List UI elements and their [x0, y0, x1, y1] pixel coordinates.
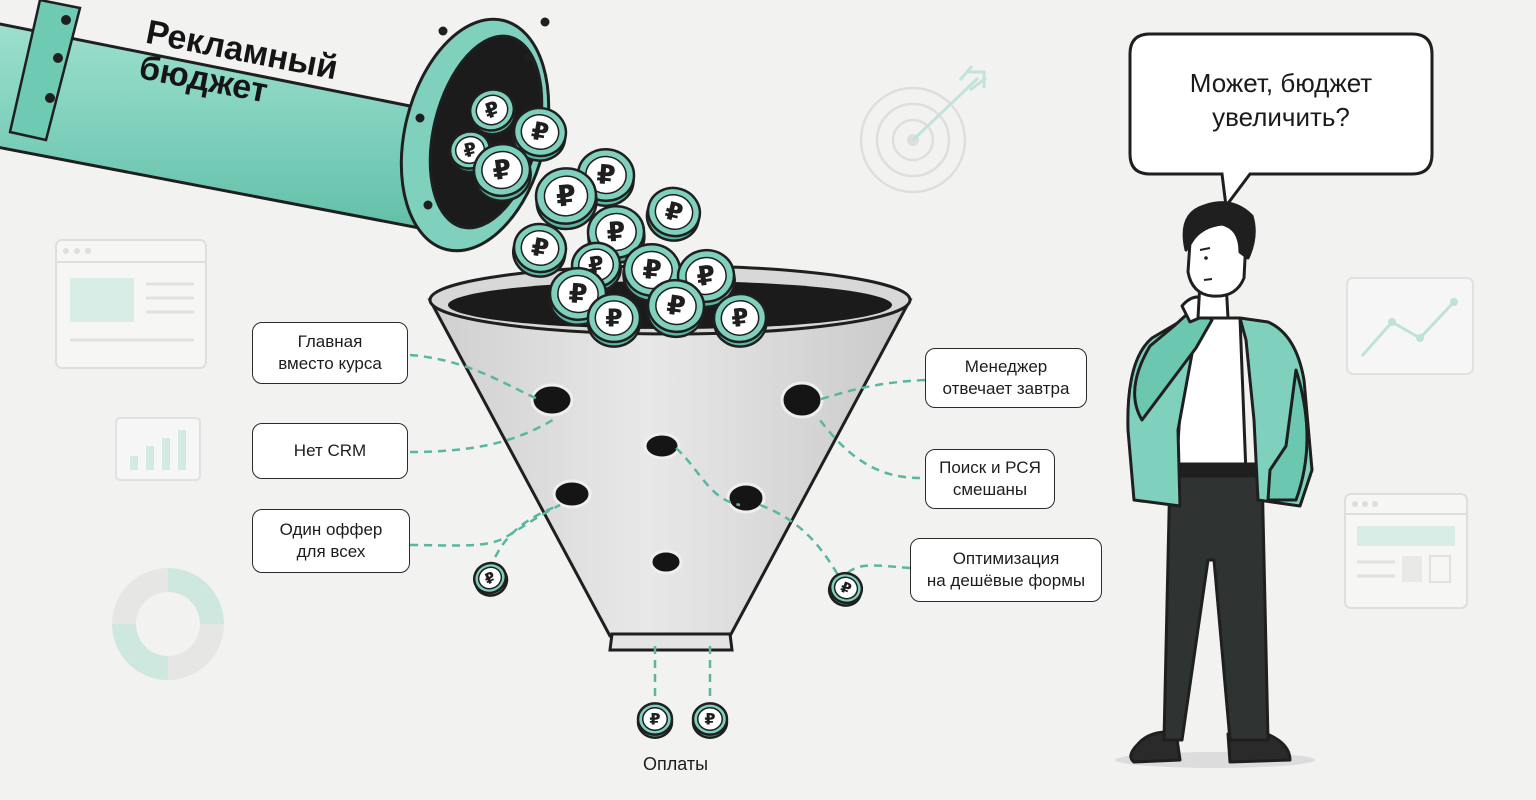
svg-text:₽: ₽	[491, 154, 514, 187]
ruble-coin-icon: ₽	[622, 242, 682, 303]
ruble-coin-icon: ₽	[636, 702, 674, 739]
bar-chart-icon	[115, 417, 201, 481]
ruble-coin-icon: ₽	[534, 167, 598, 231]
label-no-crm: Нет CRM	[252, 423, 408, 479]
ruble-coin-icon: ₽	[691, 702, 729, 739]
ruble-coin-icon: ₽	[511, 106, 568, 162]
svg-text:₽: ₽	[695, 260, 718, 293]
svg-text:₽: ₽	[704, 709, 715, 728]
svg-text:₽: ₽	[605, 303, 622, 332]
ruble-coin-icon: ₽	[472, 561, 509, 597]
label-manager-replies-tomorrow: Менеджер отвечает завтра	[925, 348, 1087, 408]
donut-chart-icon	[112, 568, 224, 680]
svg-text:₽: ₽	[649, 709, 660, 728]
svg-text:₽: ₽	[461, 138, 479, 163]
svg-text:₽: ₽	[606, 216, 627, 248]
svg-text:₽: ₽	[529, 232, 551, 264]
svg-text:₽: ₽	[641, 254, 663, 287]
label-main-page-instead-of-course: Главная вместо курса	[252, 322, 408, 384]
svg-text:₽: ₽	[595, 159, 616, 192]
browser-window-icon	[55, 239, 207, 369]
svg-text:₽: ₽	[529, 116, 551, 148]
ruble-coin-icon: ₽	[712, 292, 768, 348]
speech-bubble-text: Может, бюджет увеличить?	[1189, 68, 1373, 132]
coins: ₽₽₽₽₽₽₽₽₽₽₽₽₽₽₽₽₽₽₽₽	[448, 88, 864, 739]
label-one-offer-for-all: Один оффер для всех	[252, 509, 410, 573]
svg-text:₽: ₽	[554, 178, 578, 214]
ruble-coin-icon: ₽	[586, 292, 642, 348]
ruble-coin-icon: ₽	[646, 278, 706, 339]
speech-bubble	[1128, 32, 1434, 210]
svg-text:₽: ₽	[664, 290, 687, 323]
ruble-coin-icon: ₽	[645, 186, 702, 242]
leader-lines	[409, 353, 926, 700]
target-icon	[859, 65, 987, 194]
ruble-coin-icon: ₽	[827, 571, 864, 607]
thinking-man	[1115, 201, 1315, 768]
label-optimization-cheap-forms: Оптимизация на дешёвые формы	[910, 538, 1102, 602]
ruble-coin-icon: ₽	[472, 142, 532, 203]
payments-label: Оплаты	[643, 754, 709, 774]
svg-text:₽: ₽	[662, 196, 686, 228]
line-chart-icon	[1346, 277, 1474, 375]
svg-text:₽: ₽	[730, 302, 750, 333]
ruble-coin-icon: ₽	[468, 88, 517, 136]
label-search-and-rsya-mixed: Поиск и РСЯ смешаны	[925, 449, 1055, 509]
browser-window-icon	[1344, 493, 1468, 609]
svg-text:₽: ₽	[568, 278, 589, 310]
ruble-coin-icon: ₽	[511, 222, 568, 278]
